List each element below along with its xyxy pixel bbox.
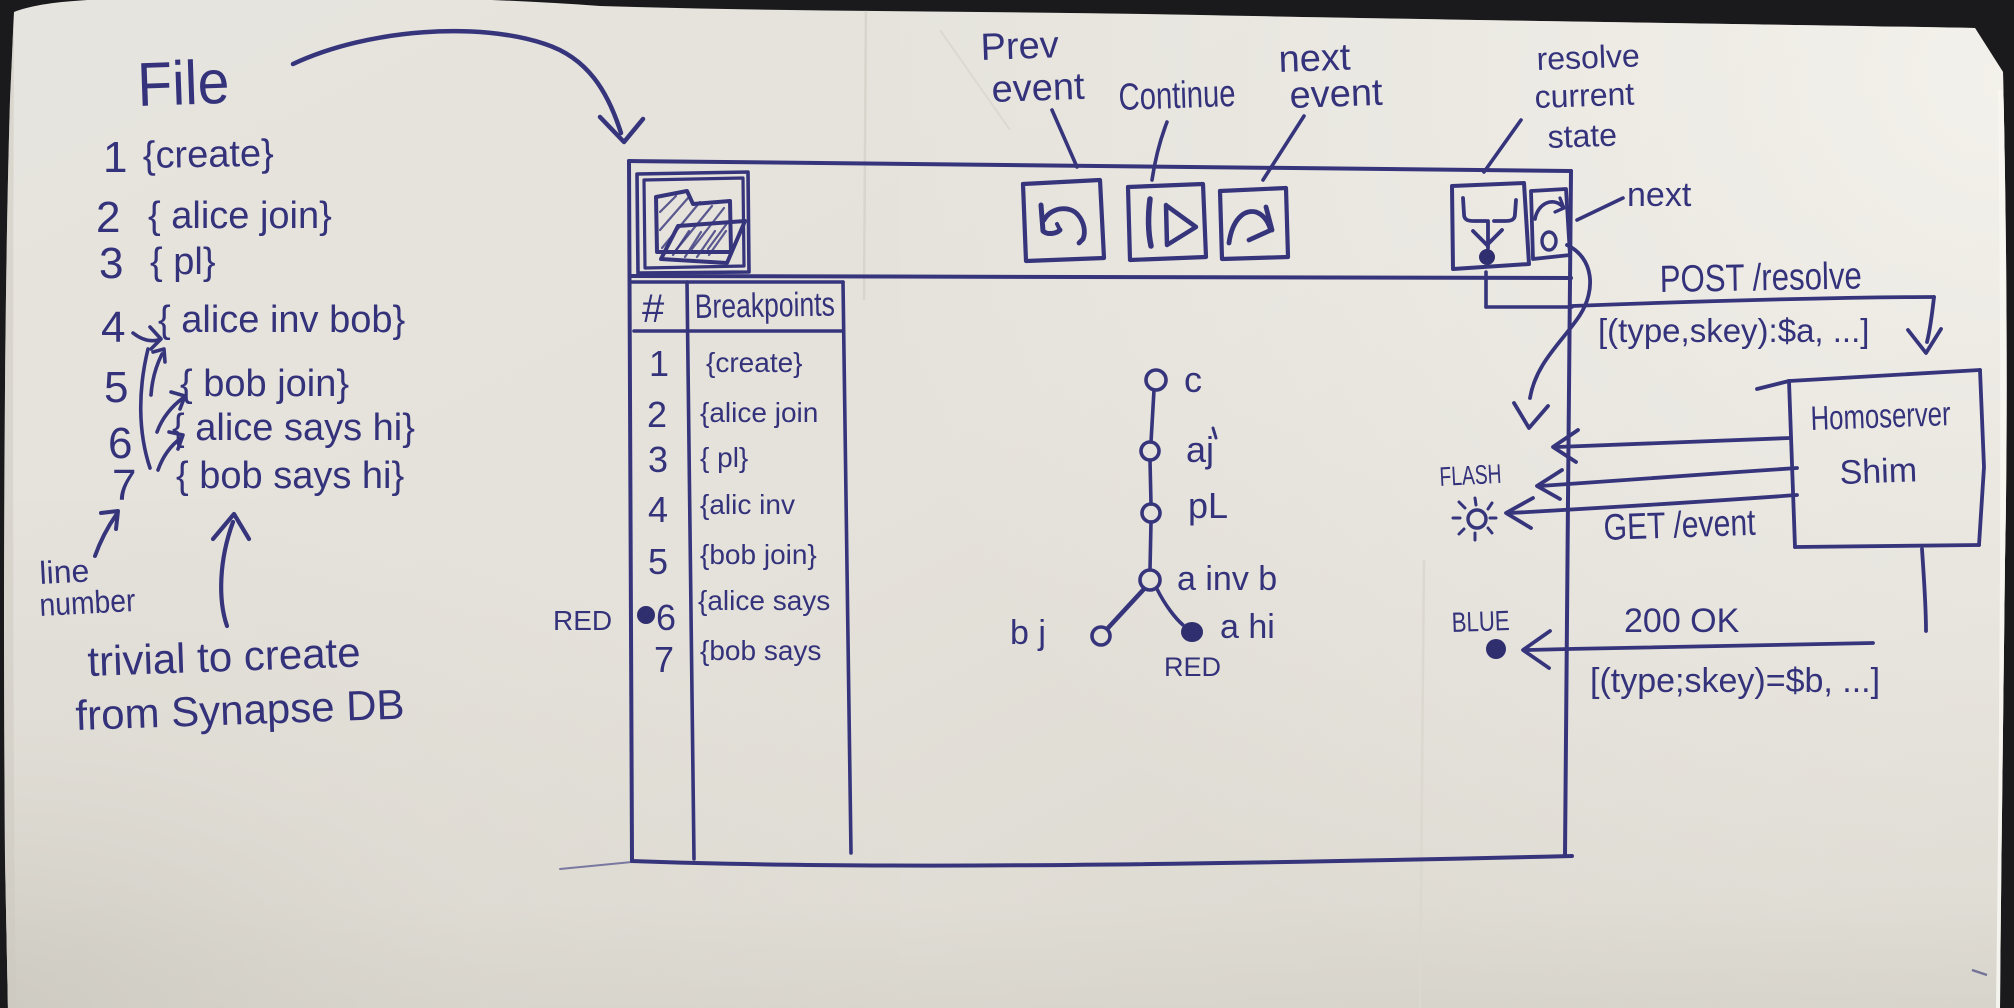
svg-text:Homoserver: Homoserver [1810, 395, 1951, 438]
svg-text:BLUE: BLUE [1451, 605, 1510, 638]
svg-text:{ bob join}: { bob join} [180, 363, 349, 405]
svg-text:4: 4 [648, 489, 668, 530]
svg-text:File: File [136, 48, 230, 120]
svg-text:{ alice says hi}: { alice says hi} [172, 407, 415, 449]
svg-text:{create}: {create} [706, 347, 803, 378]
svg-text:2: 2 [96, 193, 120, 242]
svg-text:{ alice join}: { alice join} [148, 195, 332, 237]
svg-text:{bob says: {bob says [700, 635, 821, 666]
svg-text:Continue: Continue [1118, 73, 1236, 119]
svg-text:number: number [38, 582, 136, 623]
svg-text:{bob join}: {bob join} [700, 539, 817, 570]
svg-text:7: 7 [112, 461, 136, 510]
svg-text:200 OK: 200 OK [1624, 602, 1740, 640]
svg-text:RED: RED [1164, 652, 1221, 682]
svg-text:aj: aj [1186, 429, 1214, 470]
svg-text:pL: pL [1188, 485, 1228, 526]
svg-text:7: 7 [654, 639, 674, 680]
svg-text:a hi: a hi [1220, 608, 1275, 646]
svg-text:resolve: resolve [1536, 37, 1640, 77]
svg-text:{alice says: {alice says [698, 585, 830, 616]
svg-text:POST /resolve: POST /resolve [1659, 255, 1862, 301]
svg-text:b j: b j [1010, 614, 1046, 652]
svg-text:RED: RED [553, 605, 612, 636]
svg-text:FLASH: FLASH [1439, 459, 1502, 492]
svg-text:from Synapse DB: from Synapse DB [75, 681, 406, 739]
svg-text:Prev: Prev [980, 24, 1060, 69]
svg-text:[(type;skey)=$b, ...]: [(type;skey)=$b, ...] [1590, 662, 1880, 700]
svg-text:Breakpoints: Breakpoints [694, 286, 835, 326]
svg-text:GET /event: GET /event [1603, 502, 1757, 548]
svg-text:{alic inv: {alic inv [700, 489, 795, 520]
svg-text:current: current [1534, 76, 1635, 115]
svg-text:next: next [1627, 176, 1692, 214]
svg-text:5: 5 [104, 363, 128, 412]
svg-text:1: 1 [103, 133, 127, 182]
svg-text:event: event [1289, 72, 1384, 117]
svg-text:6: 6 [656, 597, 676, 638]
svg-text:{ pl}: { pl} [150, 241, 216, 283]
svg-text:[(type,skey):$a, ...]: [(type,skey):$a, ...] [1598, 312, 1869, 349]
svg-text:{create}: {create} [142, 133, 274, 177]
svg-text:#: # [642, 287, 665, 331]
svg-text:4: 4 [101, 303, 125, 352]
svg-text:{alice join: {alice join [700, 397, 818, 428]
svg-text:trivial to create: trivial to create [87, 628, 362, 685]
svg-text:3: 3 [99, 239, 123, 288]
svg-text:5: 5 [648, 541, 668, 582]
svg-text:3: 3 [648, 439, 668, 480]
svg-text:state: state [1547, 117, 1618, 155]
svg-text:2: 2 [647, 394, 667, 435]
svg-text:{ bob says hi}: { bob says hi} [176, 455, 404, 497]
svg-text:1: 1 [649, 343, 669, 384]
svg-text:{ alice inv bob}: { alice inv bob} [158, 299, 405, 341]
svg-text:next: next [1278, 36, 1352, 80]
svg-text:event: event [991, 66, 1086, 111]
svg-text:6: 6 [108, 419, 132, 468]
svg-text:a inv b: a inv b [1177, 560, 1277, 598]
svg-text:line: line [38, 552, 90, 591]
svg-text:{ pl}: { pl} [700, 442, 748, 473]
svg-text:c: c [1184, 359, 1202, 400]
svg-text:Shim: Shim [1839, 451, 1918, 492]
